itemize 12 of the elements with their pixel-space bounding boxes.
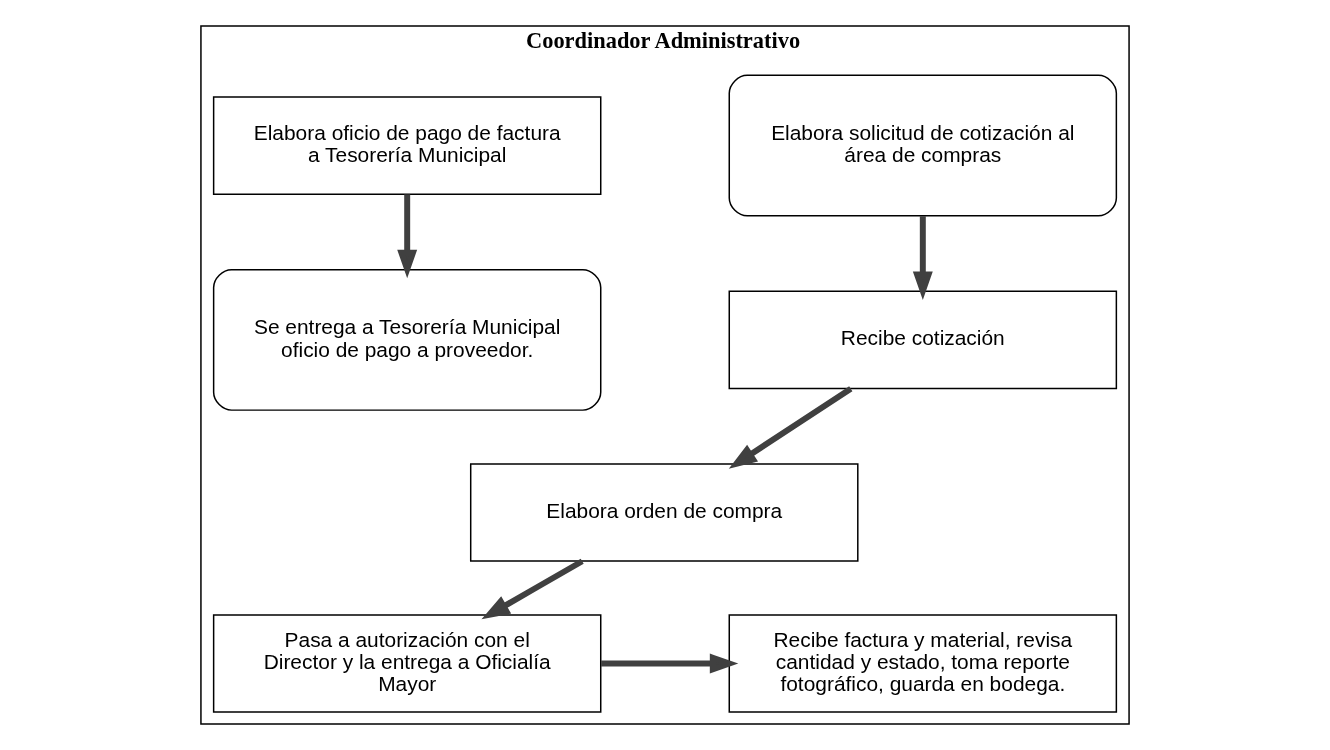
node-box: Recibe cotización [728, 290, 1118, 390]
node-box: Elabora orden de compra [469, 463, 859, 562]
arrow [397, 194, 418, 279]
node-box: Pasa a autorización con el Director y la entrega a Oficialía Mayor [212, 614, 602, 713]
arrow [601, 653, 739, 674]
arrow [481, 558, 584, 620]
arrow [912, 216, 933, 301]
node-box: Recibe factura y material, revisa cantidad y estado, toma reporte fotográfico, guarda en bodega. [728, 614, 1118, 713]
arrow [728, 386, 853, 469]
node-box: Se entrega a Tesorería Municipal oficio de pago a proveedor. [212, 268, 602, 411]
node-box: Elabora solicitud de cotización al área de compras [728, 74, 1118, 217]
node-box: Elabora oficio de pago de factura a Tesorería Municipal [212, 96, 602, 195]
